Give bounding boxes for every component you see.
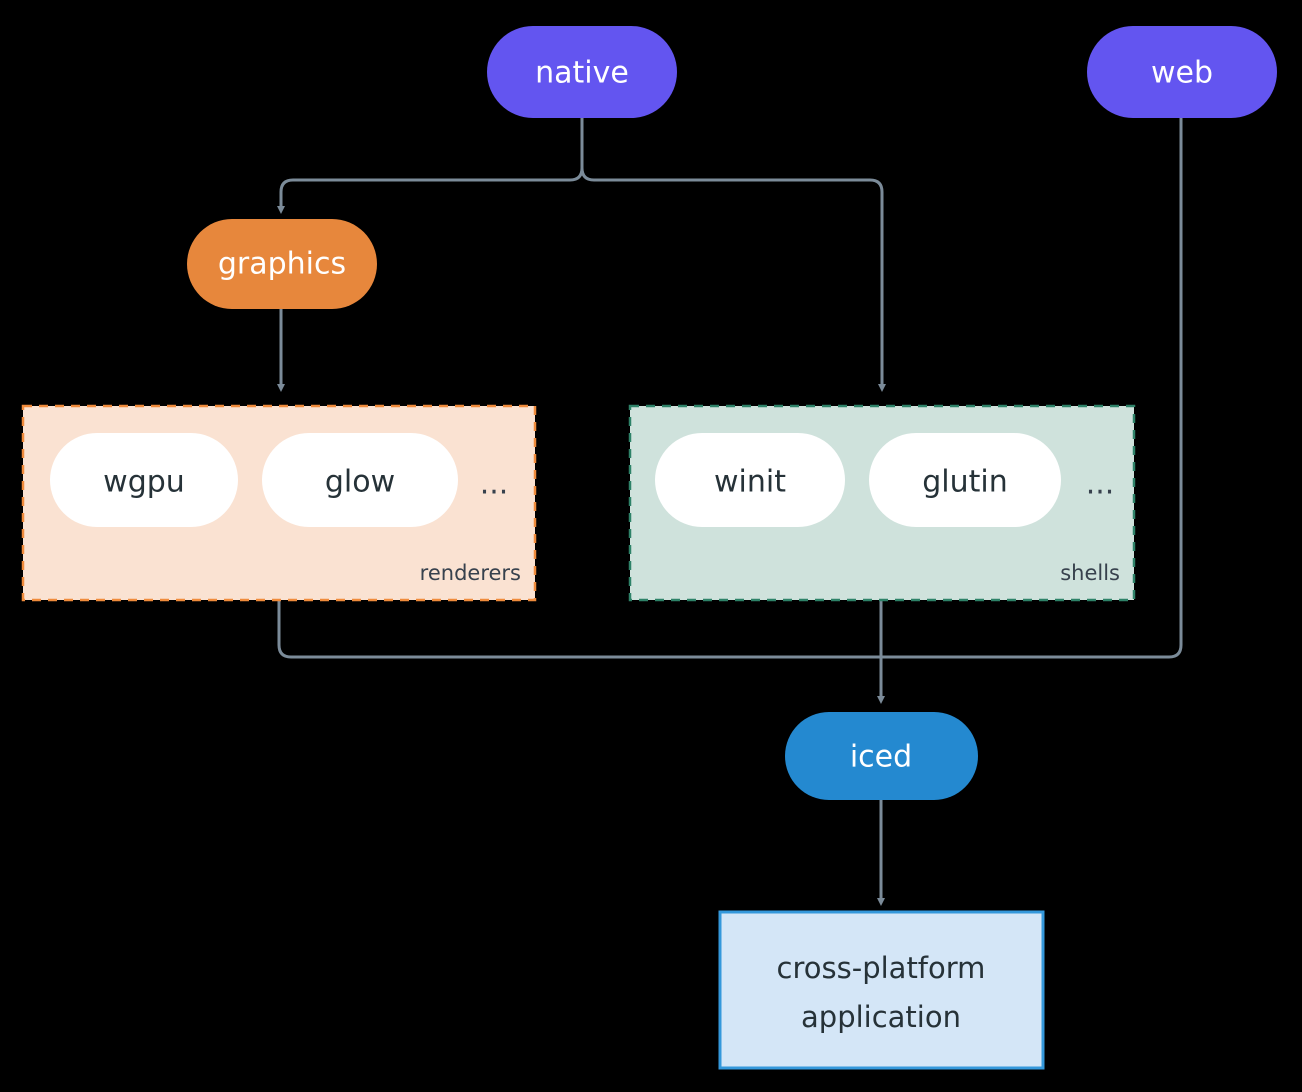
group-shells-item-winit-label: winit <box>714 465 786 500</box>
group-renderers-overflow-indicator: ... <box>480 467 509 502</box>
node-application-label-line-2: application <box>801 1000 961 1034</box>
edge-renderers-to-iced <box>277 600 881 659</box>
group-shells-item-winit[interactable]: winit <box>655 433 845 527</box>
edge-native-to-shells <box>580 118 886 392</box>
node-web-label: web <box>1151 56 1213 91</box>
node-application[interactable]: cross-platform application <box>718 910 1045 1070</box>
group-renderers: wgpu glow ... renderers <box>21 404 537 602</box>
node-native-label: native <box>535 56 629 91</box>
group-shells-item-glutin[interactable]: glutin <box>869 433 1061 527</box>
group-shells-item-glutin-label: glutin <box>922 465 1008 500</box>
group-renderers-item-glow[interactable]: glow <box>262 433 458 527</box>
node-application-label-line-1: cross-platform <box>777 951 986 985</box>
group-renderers-caption: renderers <box>420 561 521 585</box>
node-web[interactable]: web <box>1087 26 1277 118</box>
group-renderers-item-glow-label: glow <box>325 465 395 500</box>
group-shells-caption: shells <box>1060 561 1120 585</box>
edge-web-to-iced <box>881 118 1183 659</box>
group-renderers-item-wgpu-label: wgpu <box>103 465 185 500</box>
node-graphics-label: graphics <box>218 247 346 282</box>
group-shells-overflow-indicator: ... <box>1086 467 1115 502</box>
node-iced[interactable]: iced <box>785 712 978 800</box>
node-graphics[interactable]: graphics <box>187 219 377 309</box>
node-iced-label: iced <box>850 740 912 775</box>
group-renderers-item-wgpu[interactable]: wgpu <box>50 433 238 527</box>
group-shells: winit glutin ... shells <box>628 404 1136 602</box>
node-native[interactable]: native <box>487 26 677 118</box>
